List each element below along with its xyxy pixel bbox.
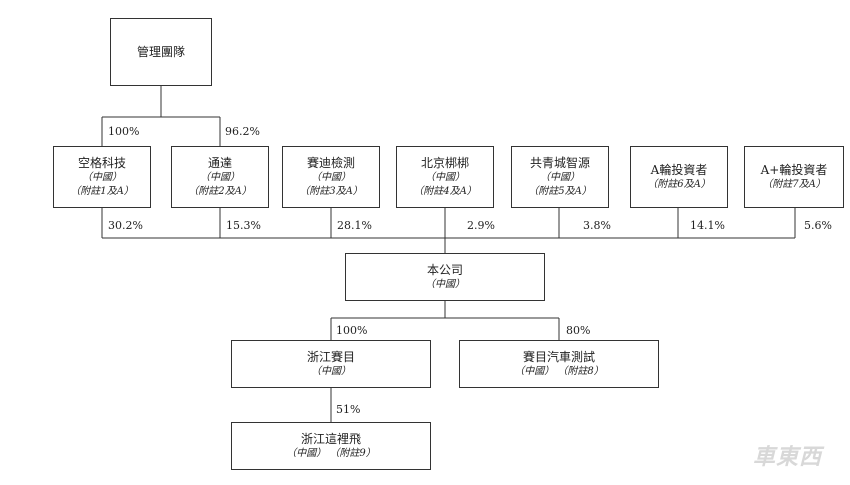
node-region: （中國） xyxy=(200,172,240,183)
node-note: （附註8） xyxy=(557,366,604,377)
pct-zjsm-zjzlf: 51% xyxy=(336,403,361,416)
node-name: A+輪投資者 xyxy=(760,163,828,177)
node-name: 本公司 xyxy=(426,263,463,277)
pct-kongge-company: 30.2% xyxy=(108,219,143,232)
series-a-plus-investors-box: A+輪投資者 （附註7及A） xyxy=(744,146,844,208)
pct-mgmt-tongda: 96.2% xyxy=(225,125,260,138)
company-box: 本公司 （中國） xyxy=(345,253,545,301)
node-region: （中國） xyxy=(311,172,351,183)
node-region: （中國） xyxy=(311,366,351,377)
node-name: 管理團隊 xyxy=(136,45,185,59)
node-note: （附註9） xyxy=(329,448,376,459)
node-region: （中國） xyxy=(425,172,465,183)
node-region: （中國） xyxy=(286,448,327,459)
node-note: （附註6及A） xyxy=(647,179,711,190)
node-name: 空格科技 xyxy=(77,156,126,170)
node-name: 浙江這裡飛 xyxy=(300,432,361,446)
tongda-box: 通達 （中國） （附註2及A） xyxy=(171,146,269,208)
management-team-box: 管理團隊 xyxy=(110,18,212,86)
pct-tongda-company: 15.3% xyxy=(226,219,261,232)
pct-gongqing-company: 3.8% xyxy=(583,219,611,232)
pct-mgmt-kongge: 100% xyxy=(108,125,140,138)
pct-ainv-company: 14.1% xyxy=(690,219,725,232)
node-note: （附註7及A） xyxy=(762,179,826,190)
series-a-investors-box: A輪投資者 （附註6及A） xyxy=(630,146,728,208)
node-region: （中國） xyxy=(540,172,580,183)
node-note: （附註4及A） xyxy=(413,186,477,197)
node-note: （附註5及A） xyxy=(528,186,592,197)
saidi-testing-box: 賽迪檢測 （中國） （附註3及A） xyxy=(282,146,380,208)
node-note: （附註1及A） xyxy=(70,186,134,197)
zhejiang-saimu-box: 浙江賽目 （中國） xyxy=(231,340,431,388)
node-name: A輪投資者 xyxy=(650,163,708,177)
gongqingcheng-zhiyuan-box: 共青城智源 （中國） （附註5及A） xyxy=(511,146,609,208)
node-name: 北京梆梆 xyxy=(420,156,469,170)
pct-apinv-company: 5.6% xyxy=(804,219,832,232)
kongge-tech-box: 空格科技 （中國） （附註1及A） xyxy=(53,146,151,208)
node-note: （附註3及A） xyxy=(299,186,363,197)
node-name: 賽迪檢測 xyxy=(306,156,355,170)
watermark-logo: 車東西 xyxy=(752,445,822,470)
node-name: 賽目汽車測試 xyxy=(522,350,595,364)
pct-beijing-company: 2.9% xyxy=(467,219,495,232)
saimu-auto-testing-box: 賽目汽車測試 （中國） （附註8） xyxy=(459,340,659,388)
node-name: 浙江賽目 xyxy=(306,350,355,364)
pct-company-zjsm: 100% xyxy=(336,324,368,337)
node-region: （中國） xyxy=(425,279,465,290)
pct-saidi-company: 28.1% xyxy=(337,219,372,232)
zhejiang-zhelifei-box: 浙江這裡飛 （中國） （附註9） xyxy=(231,422,431,470)
node-name: 共青城智源 xyxy=(529,156,590,170)
node-region: （中國） xyxy=(82,172,122,183)
node-note: （附註2及A） xyxy=(188,186,252,197)
node-region-note: （中國） （附註8） xyxy=(514,365,604,379)
beijing-bangbang-box: 北京梆梆 （中國） （附註4及A） xyxy=(396,146,494,208)
node-region: （中國） xyxy=(514,366,555,377)
node-name: 通達 xyxy=(207,156,232,170)
node-region-note: （中國） （附註9） xyxy=(286,447,376,461)
pct-company-smtest: 80% xyxy=(566,324,591,337)
